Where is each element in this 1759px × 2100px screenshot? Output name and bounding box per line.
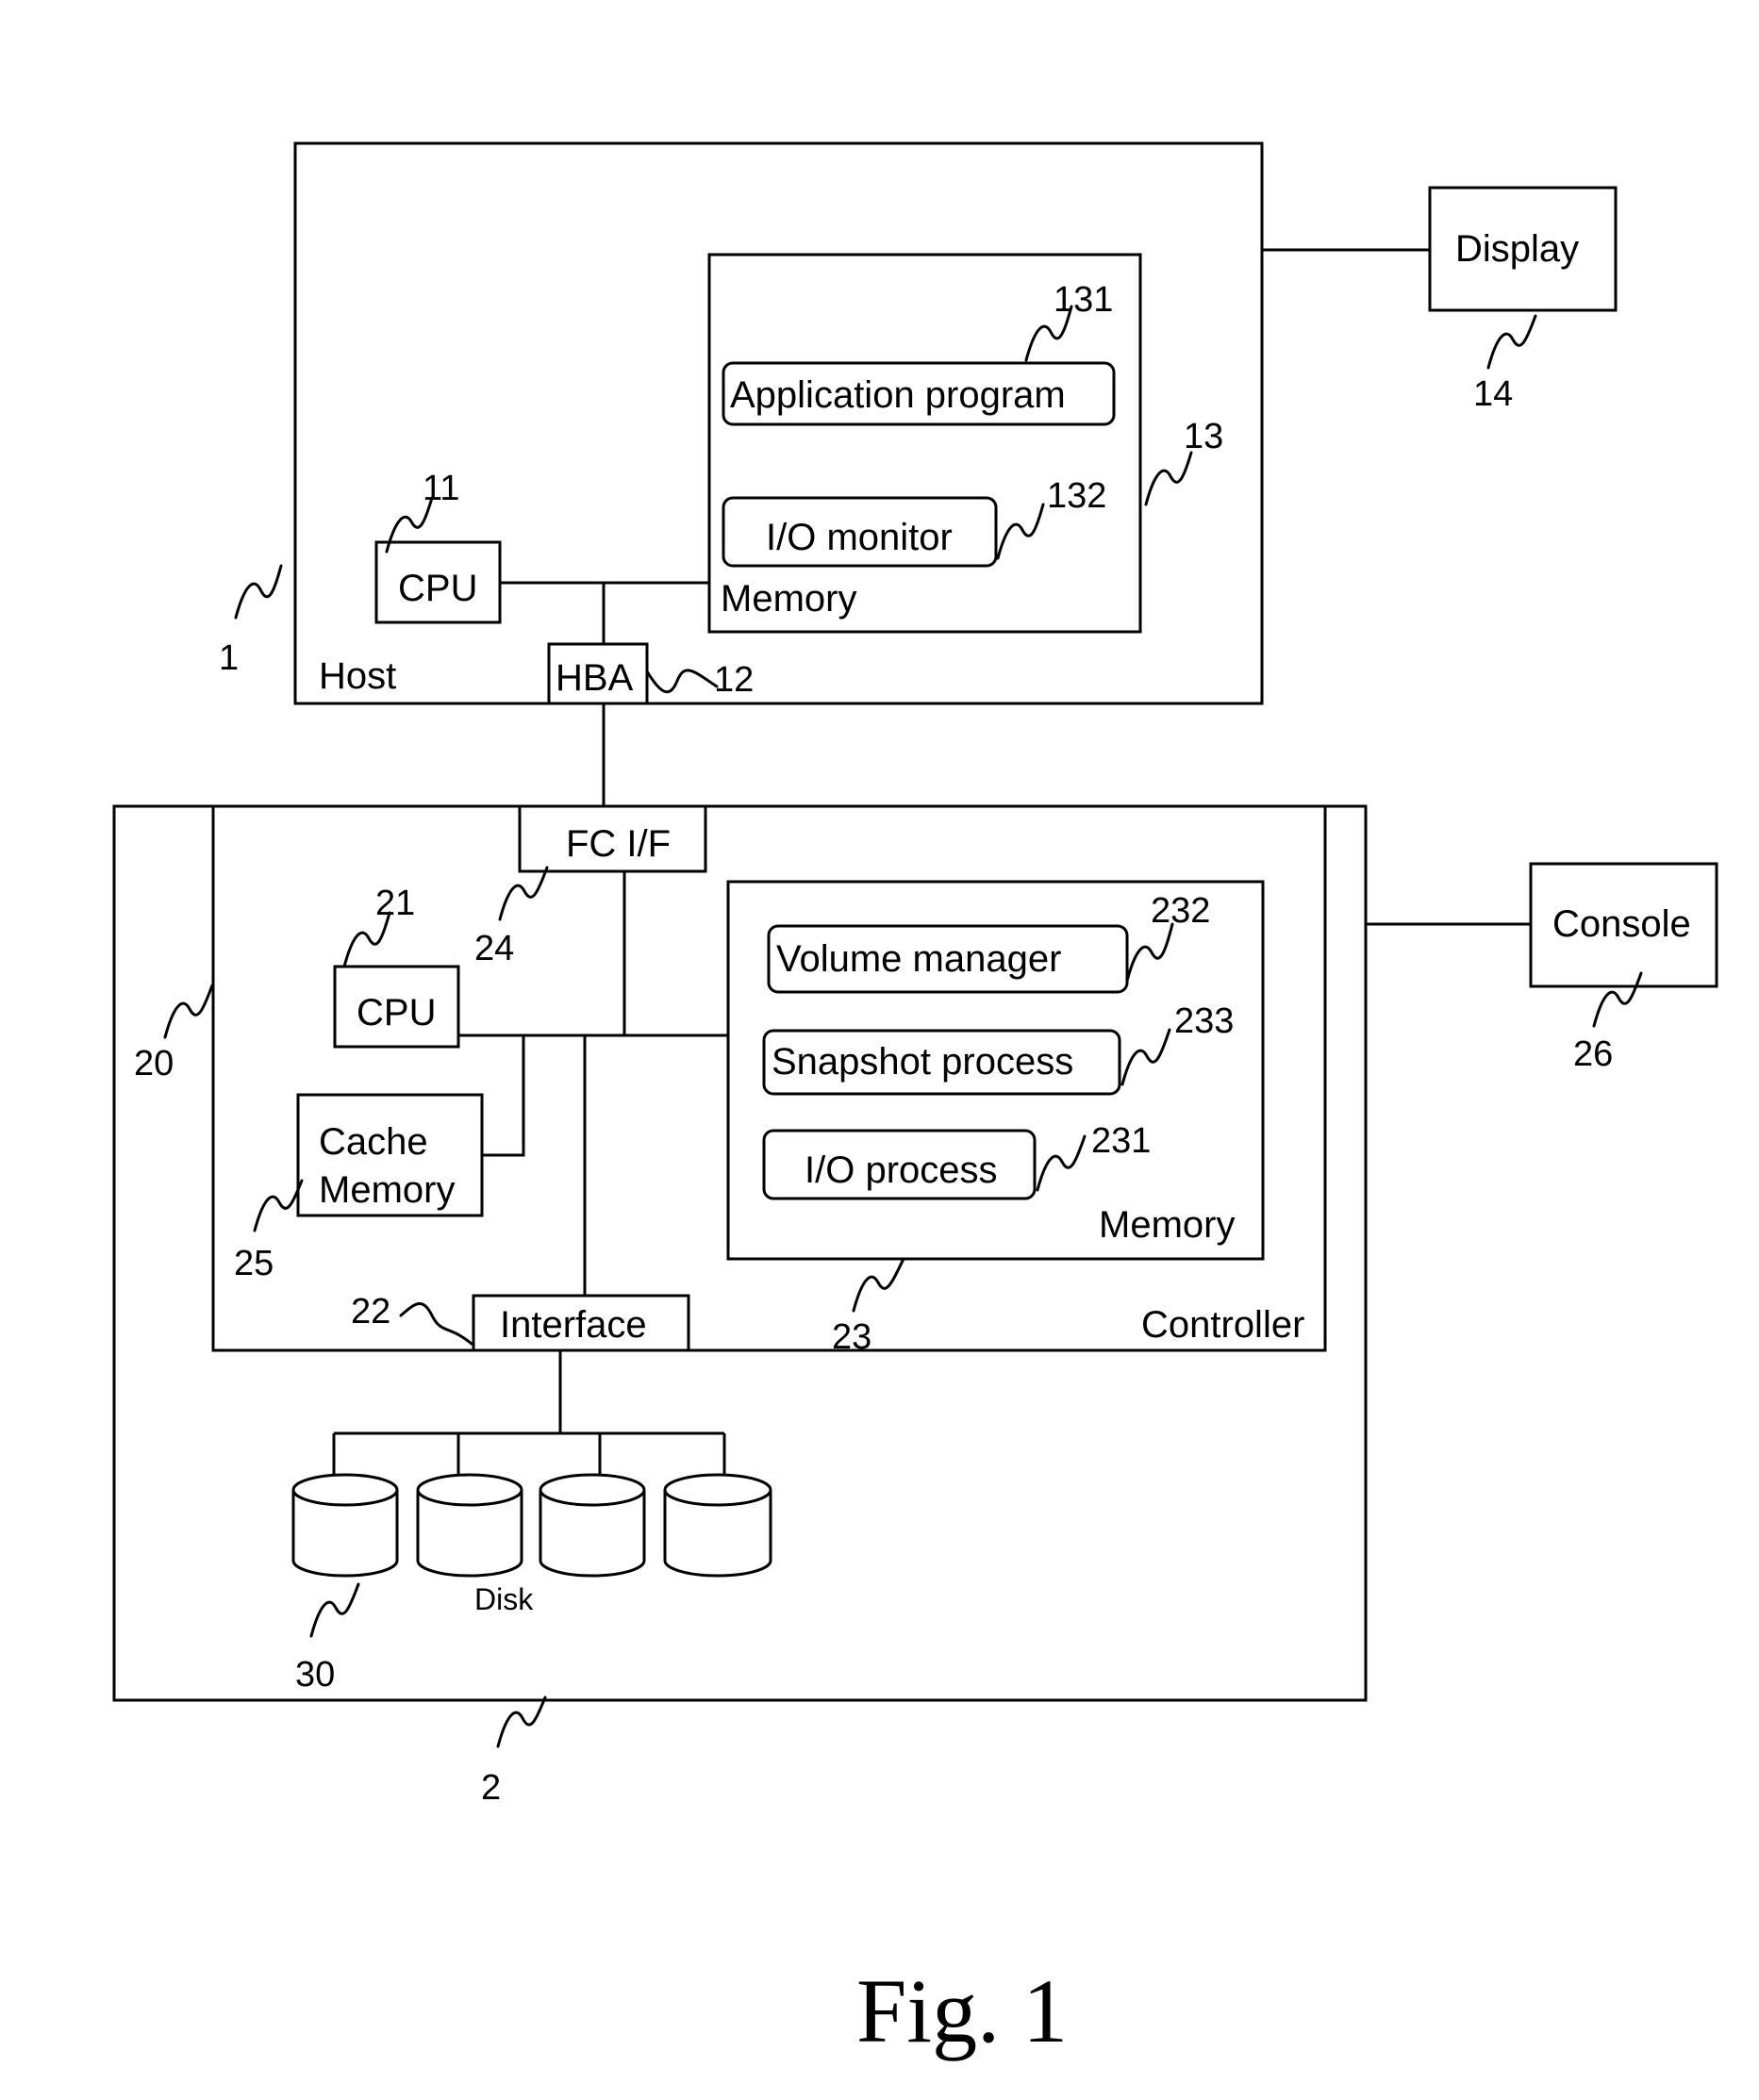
application-program-label: Application program [730, 374, 1066, 416]
hba-ref-number: 12 [714, 660, 754, 700]
console-label: Console [1552, 903, 1691, 945]
interface-label: Interface [500, 1304, 647, 1346]
host-cpu-label: CPU [398, 568, 477, 609]
figure-caption: Fig. 1 [856, 1960, 1068, 2061]
host-memory-ref-squiggle [1146, 453, 1191, 504]
snapshot-process-ref-squiggle [1122, 1030, 1170, 1084]
display-ref-squiggle [1488, 316, 1535, 368]
display-ref-number: 14 [1473, 374, 1513, 414]
interface-ref-number: 22 [351, 1292, 390, 1331]
disk-1 [293, 1475, 397, 1576]
controller-cpu-ref-number: 21 [375, 884, 415, 923]
io-process-ref-squiggle [1037, 1136, 1085, 1190]
snapshot-process-label: Snapshot process [772, 1041, 1073, 1083]
volume-manager-ref-number: 232 [1151, 891, 1210, 931]
disk-2 [418, 1475, 522, 1576]
cache-memory-ref-squiggle [255, 1181, 302, 1231]
controller-memory-ref-number: 23 [832, 1317, 871, 1357]
hba-ref-squiggle [647, 670, 717, 692]
host-cpu-ref-number: 11 [423, 469, 459, 508]
io-monitor-label: I/O monitor [766, 517, 953, 558]
io-monitor-ref-number: 132 [1047, 476, 1106, 516]
application-program-ref-number: 131 [1054, 280, 1113, 320]
controller-memory-ref-squiggle [854, 1259, 904, 1311]
controller-bus-cache [482, 1035, 523, 1155]
disk-label: Disk [474, 1582, 534, 1616]
disk-ref-number: 30 [295, 1655, 335, 1695]
volume-manager-ref-squiggle [1127, 924, 1172, 981]
disk-4 [665, 1475, 771, 1576]
console-ref-squiggle [1594, 973, 1641, 1026]
controller-cpu-label: CPU [357, 992, 436, 1033]
controller-label: Controller [1141, 1304, 1304, 1346]
host-memory-ref-number: 13 [1184, 417, 1223, 456]
display-label: Display [1455, 228, 1579, 270]
controller-ref-number: 20 [134, 1044, 174, 1083]
cache-memory-label-line2: Memory [319, 1169, 455, 1211]
cache-memory-label-line1: Cache [319, 1121, 428, 1163]
host-memory-label: Memory [721, 578, 856, 620]
disk-3 [540, 1475, 644, 1576]
volume-manager-label: Volume manager [776, 938, 1061, 980]
fc-if-ref-number: 24 [474, 929, 514, 968]
host-ref-squiggle [236, 566, 281, 618]
host-label: Host [319, 655, 396, 697]
storage-ref-number: 2 [481, 1768, 501, 1808]
disk-ref-squiggle [311, 1584, 358, 1636]
snapshot-process-ref-number: 233 [1174, 1001, 1234, 1041]
host-ref-number: 1 [219, 638, 239, 678]
storage-ref-squiggle [498, 1697, 545, 1746]
io-process-label: I/O process [805, 1149, 998, 1191]
io-process-ref-number: 231 [1091, 1121, 1151, 1161]
fc-if-ref-squiggle [500, 868, 547, 919]
console-ref-number: 26 [1573, 1034, 1613, 1074]
cache-memory-ref-number: 25 [234, 1244, 274, 1283]
interface-ref-squiggle [401, 1303, 472, 1344]
controller-ref-squiggle [165, 985, 212, 1037]
hba-label: HBA [556, 657, 634, 699]
fc-if-label: FC I/F [566, 823, 671, 865]
io-monitor-ref-squiggle [998, 504, 1043, 558]
controller-memory-label: Memory [1099, 1204, 1235, 1246]
